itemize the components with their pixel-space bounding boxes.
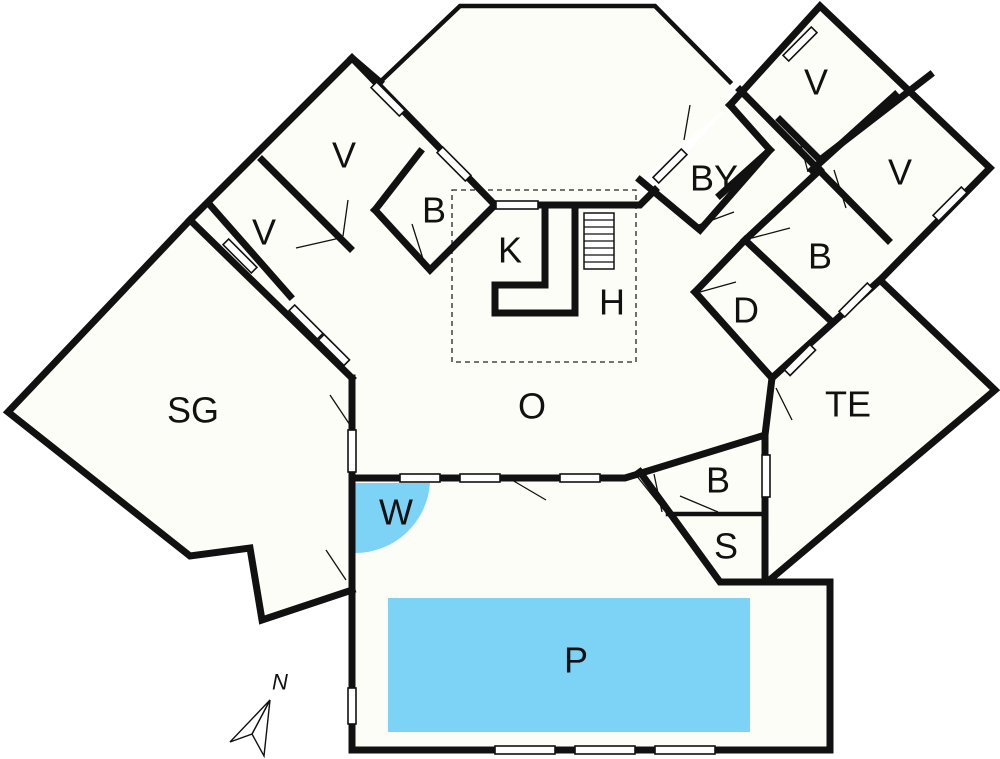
window <box>459 473 501 483</box>
window <box>559 473 601 483</box>
windows <box>221 25 969 755</box>
window <box>781 25 819 63</box>
window <box>435 145 473 183</box>
compass-label: N <box>272 670 288 695</box>
room-label-v-right-upper: V <box>804 62 828 103</box>
ceiling-opening-outline <box>451 189 637 363</box>
window <box>221 237 259 275</box>
window <box>369 80 407 118</box>
window <box>654 745 716 755</box>
window <box>494 745 556 755</box>
room-label-k: K <box>498 230 522 271</box>
room-label-o: O <box>518 386 546 427</box>
window <box>347 429 357 473</box>
room-label-v-left-lower: V <box>252 212 276 253</box>
doors <box>295 104 847 581</box>
stairs <box>583 212 615 270</box>
interior-walls <box>185 53 935 594</box>
room-label-v-right-lower: V <box>888 152 912 193</box>
north-arrow-icon <box>229 699 271 759</box>
room-label-by: BY <box>690 158 738 199</box>
whirlpool <box>355 483 430 554</box>
window <box>347 687 357 725</box>
window <box>399 473 441 483</box>
room-label-p: P <box>564 640 588 681</box>
window <box>574 745 636 755</box>
room-label-s: S <box>714 526 738 567</box>
room-label-v-left-upper: V <box>332 135 356 176</box>
room-label-b-center: B <box>706 460 730 501</box>
pool <box>388 598 750 732</box>
window <box>317 333 351 367</box>
room-label-b-right: B <box>808 236 832 277</box>
room-label-sg: SG <box>167 390 219 431</box>
window <box>651 147 689 185</box>
window <box>287 303 325 341</box>
window <box>783 343 817 377</box>
window <box>837 281 875 319</box>
room-label-w: W <box>379 492 413 533</box>
window <box>931 185 969 223</box>
room-label-d: D <box>733 290 759 331</box>
room-label-b-left: B <box>422 190 446 231</box>
room-labels: SG O TE K H W P V V B BY V V B D B S <box>167 62 912 681</box>
garden-room-floor <box>8 220 352 620</box>
window <box>495 200 539 210</box>
room-label-te: TE <box>825 384 871 425</box>
room-label-h: H <box>599 282 625 323</box>
window <box>761 454 771 498</box>
octagon-floor <box>380 6 730 205</box>
compass: N <box>229 670 288 759</box>
